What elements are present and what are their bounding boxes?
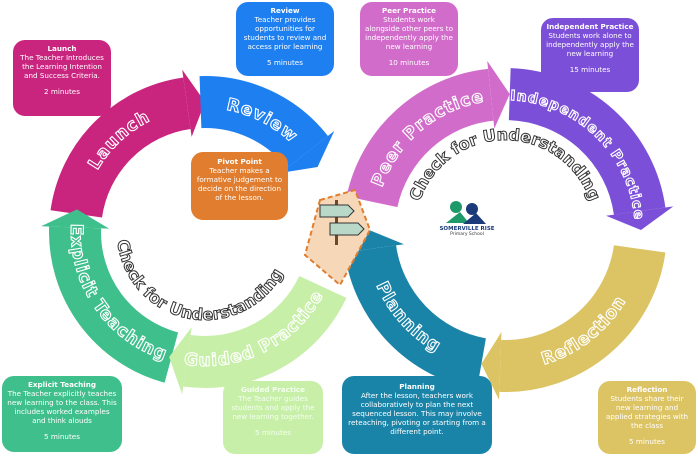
- launch-arrowhead: [182, 69, 205, 137]
- school-name: SOMERVILLE RISE: [439, 226, 495, 232]
- box-title: Peer Practice: [381, 6, 437, 15]
- planning-box: Planning After the lesson, teachers work…: [342, 376, 492, 454]
- explicit-teaching-box: Explicit Teaching The Teacher explicitly…: [2, 376, 122, 452]
- explicit-arc: [49, 226, 179, 383]
- pivot-signpost-icon: [303, 188, 372, 287]
- peer-arrowhead: [487, 60, 510, 129]
- box-text: Students share their new learning and ap…: [605, 394, 689, 430]
- launch-box: Launch The Teacher Introduces the Learni…: [13, 40, 111, 116]
- box-text: Students work alone to independently app…: [546, 31, 634, 58]
- box-text: The Teacher guides students and apply th…: [231, 394, 315, 421]
- box-text: Teacher provides opportunities for stude…: [243, 15, 327, 51]
- box-minutes: 2 minutes: [44, 87, 80, 96]
- box-minutes: 15 minutes: [569, 65, 611, 74]
- box-text: Students work alongside other peers to i…: [365, 15, 453, 51]
- school-subtitle: Primary School: [450, 232, 484, 237]
- independent-arrowhead: [606, 206, 674, 230]
- box-title: Explicit Teaching: [27, 380, 97, 389]
- box-minutes: 10 minutes: [388, 58, 430, 67]
- planning-arc: [344, 244, 487, 390]
- box-title: Guided Practice: [240, 385, 306, 394]
- peer-practice-box: Peer Practice Students work alongside ot…: [360, 2, 458, 76]
- box-title: Pivot Point: [217, 157, 262, 166]
- box-title: Review: [270, 6, 300, 15]
- box-title: Independent Practice: [546, 22, 634, 31]
- launch-arc: [50, 77, 192, 219]
- box-minutes: 5 minutes: [255, 428, 291, 437]
- review-arc: [199, 76, 328, 169]
- peer-arc: [346, 68, 495, 208]
- independent-practice-box: Independent Practice Students work alone…: [541, 18, 639, 92]
- box-title: Launch: [47, 44, 77, 53]
- reflection-arrowhead: [481, 331, 502, 400]
- box-text: The Teacher explicitly teaches new learn…: [7, 389, 117, 425]
- box-minutes: 5 minutes: [267, 58, 303, 67]
- guided-arrowhead: [169, 327, 192, 395]
- box-title: Reflection: [626, 385, 668, 394]
- pivot-point-box: Pivot Point Teacher makes a formative ju…: [191, 152, 288, 220]
- reflection-arc: [499, 244, 666, 392]
- school-logo-icon: [446, 201, 486, 224]
- explicit-arrowhead: [41, 209, 110, 229]
- school-logo: SOMERVILLE RISE Primary School: [432, 226, 502, 237]
- box-text: Teacher makes a formative judgement to d…: [196, 166, 283, 202]
- reflection-box: Reflection Students share their new lear…: [598, 381, 696, 454]
- review-arrowhead: [280, 131, 335, 173]
- review-box: Review Teacher provides opportunities fo…: [236, 2, 334, 76]
- box-text: The Teacher Introduces the Learning Inte…: [20, 53, 104, 80]
- box-title: Planning: [399, 382, 435, 391]
- box-minutes: 5 minutes: [44, 432, 80, 441]
- box-text: After the lesson, teachers work collabor…: [348, 391, 486, 436]
- box-minutes: 5 minutes: [629, 437, 665, 446]
- independent-arc: [508, 68, 666, 216]
- guided-arc: [183, 275, 347, 388]
- guided-practice-box: Guided Practice The Teacher guides stude…: [223, 381, 323, 454]
- check-for-understanding-left: Check for Understanding: [113, 238, 286, 324]
